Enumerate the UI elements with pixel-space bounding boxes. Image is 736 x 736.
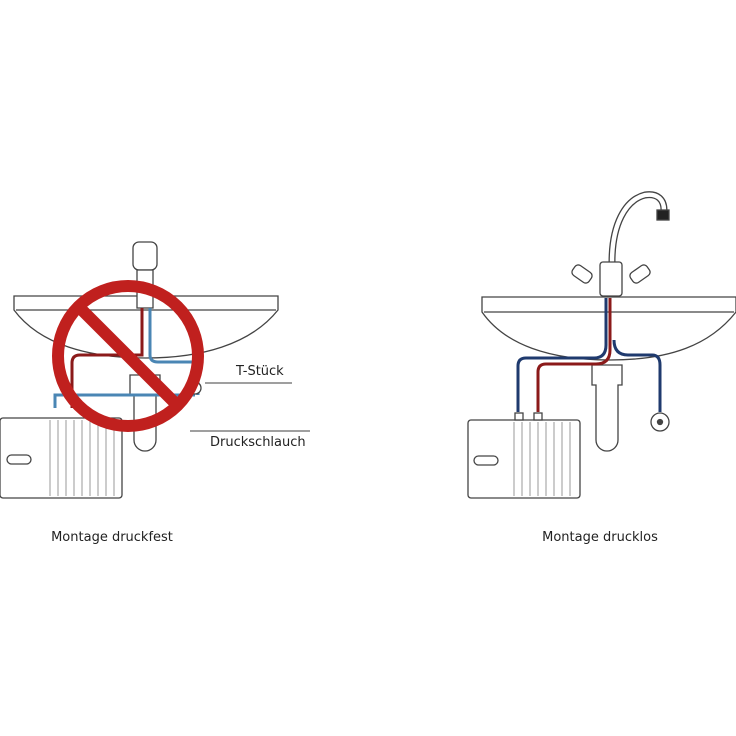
- water-heater: [0, 417, 123, 499]
- hose-label: Druckschlauch: [210, 435, 306, 450]
- faucet: [132, 241, 158, 271]
- cold-pipe: [516, 298, 608, 412]
- diagram-nonpressure-mounting: [467, 191, 736, 499]
- prohibition-circle: [52, 280, 204, 432]
- caption-right: Montage drucklos: [542, 530, 658, 545]
- caption-left: Montage druckfest: [51, 530, 173, 545]
- heater-logo: [473, 455, 499, 466]
- pressure-hose: [53, 393, 195, 408]
- heater-ribs: [49, 420, 115, 496]
- cold-supply-pipe: [612, 339, 662, 412]
- cold-connector: [514, 412, 524, 421]
- hot-pipe: [536, 298, 612, 412]
- heater-logo: [6, 454, 32, 465]
- diagram-pressure-mounting: [0, 241, 310, 499]
- siphon: [591, 364, 623, 452]
- prohibition-slash: [74, 302, 182, 410]
- faucet-spout: [608, 191, 668, 263]
- cold-pipe: [148, 308, 200, 395]
- faucet-handle-left: [571, 264, 593, 284]
- hot-pipe: [70, 308, 144, 408]
- tee-label: T-Stück: [236, 364, 284, 379]
- hot-connector: [533, 412, 543, 421]
- aerator: [656, 209, 670, 221]
- heater-ribs: [513, 422, 571, 496]
- faucet-handle-right: [629, 264, 651, 284]
- water-heater: [467, 419, 581, 499]
- faucet-body: [599, 261, 623, 297]
